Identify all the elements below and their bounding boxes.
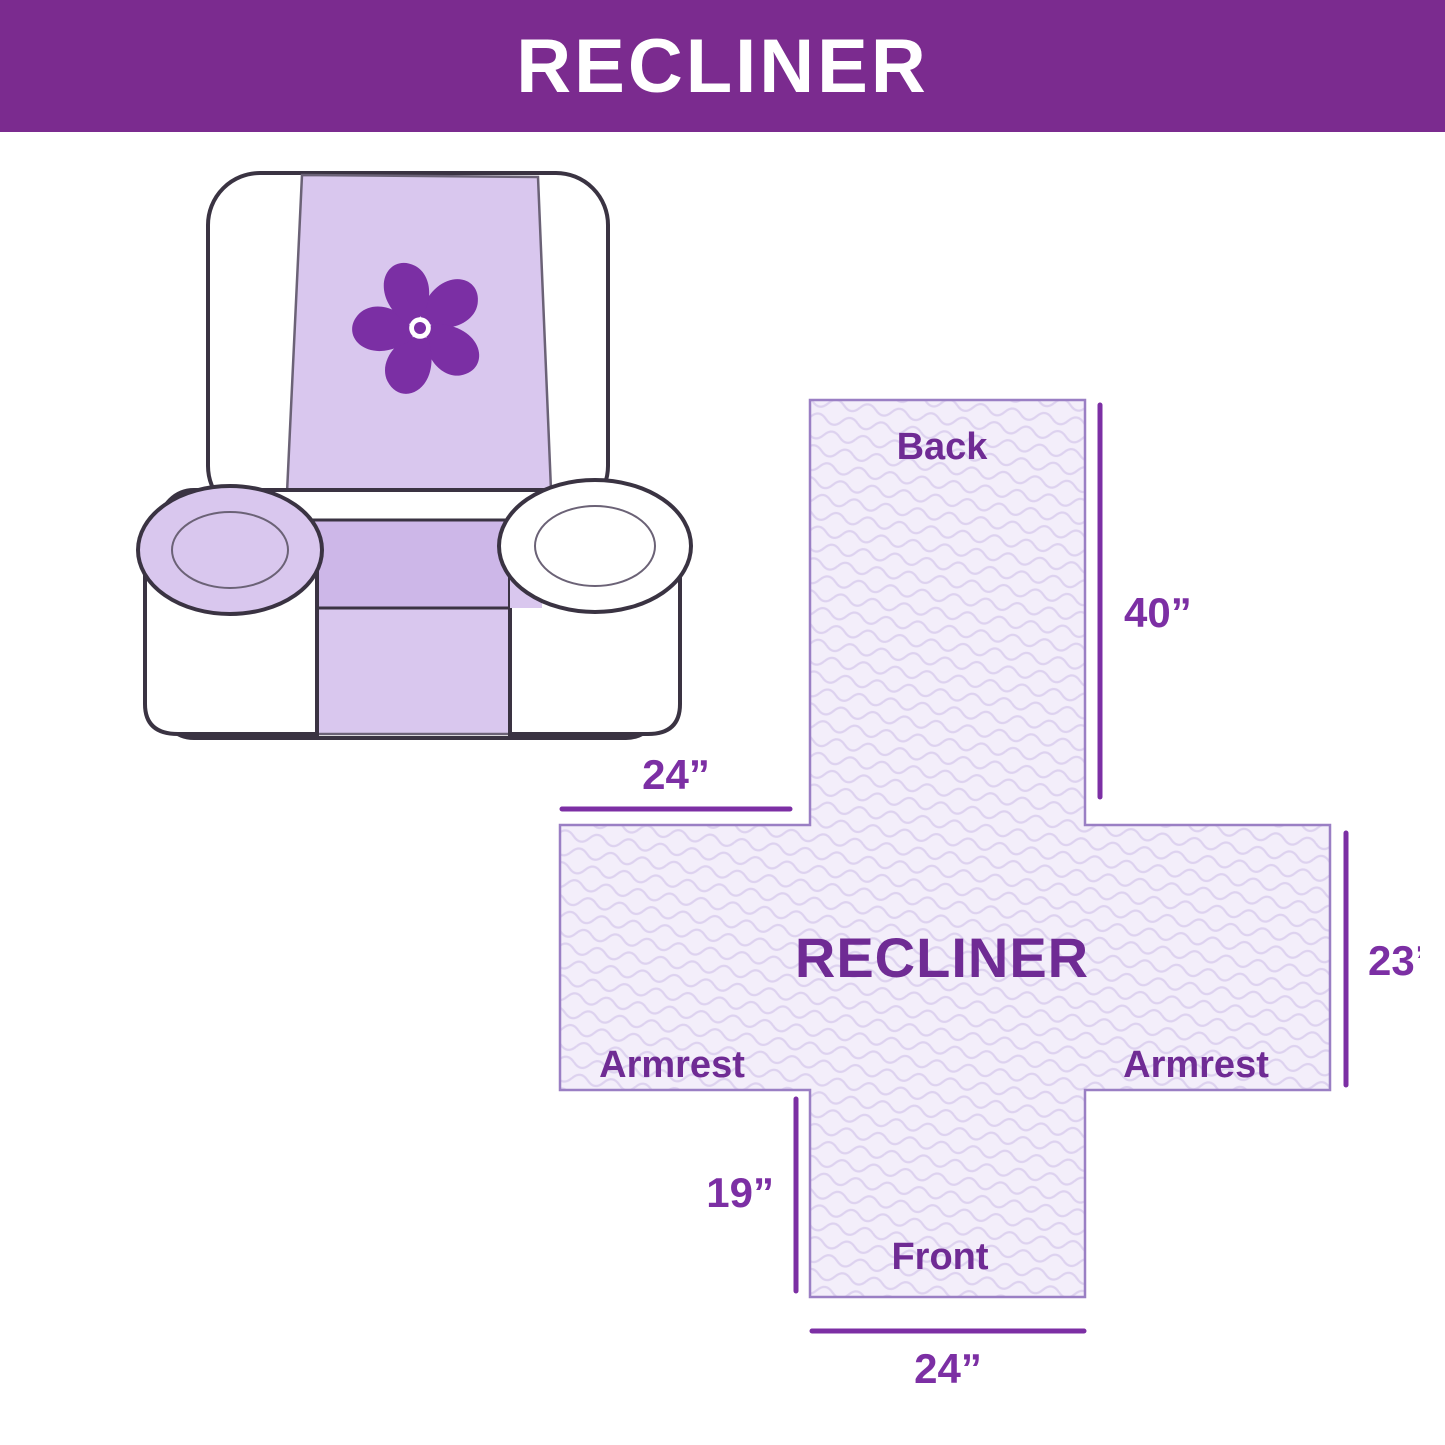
label-armrest-right: Armrest [1123, 1044, 1269, 1086]
page-title: RECLINER [516, 23, 929, 109]
dim-front-width: 24” [914, 1345, 982, 1392]
label-center-recliner: RECLINER [795, 926, 1089, 989]
title-banner: RECLINER [0, 0, 1445, 132]
dim-back-height: 40” [1124, 589, 1192, 636]
dim-armrest-top-width: 24” [642, 751, 710, 798]
chair-right-arm-roll-crease [534, 505, 656, 587]
cover-cross-shape [558, 398, 1332, 1299]
chair-right-arm-roll [497, 478, 693, 614]
chair-left-arm-roll-crease [171, 511, 289, 589]
chair-left-arm-roll [136, 484, 324, 616]
cover-layout-diagram: Back RECLINER Armrest Armrest Front 40” … [558, 398, 1420, 1392]
pinwheel-icon [352, 263, 480, 394]
label-armrest-left: Armrest [599, 1044, 745, 1086]
label-front-panel: Front [891, 1236, 988, 1278]
dim-front-panel-height: 19” [706, 1169, 774, 1216]
dim-armrest-side-depth: 23” [1368, 937, 1420, 984]
label-back-panel: Back [897, 426, 989, 468]
chair-illustration [136, 171, 693, 740]
